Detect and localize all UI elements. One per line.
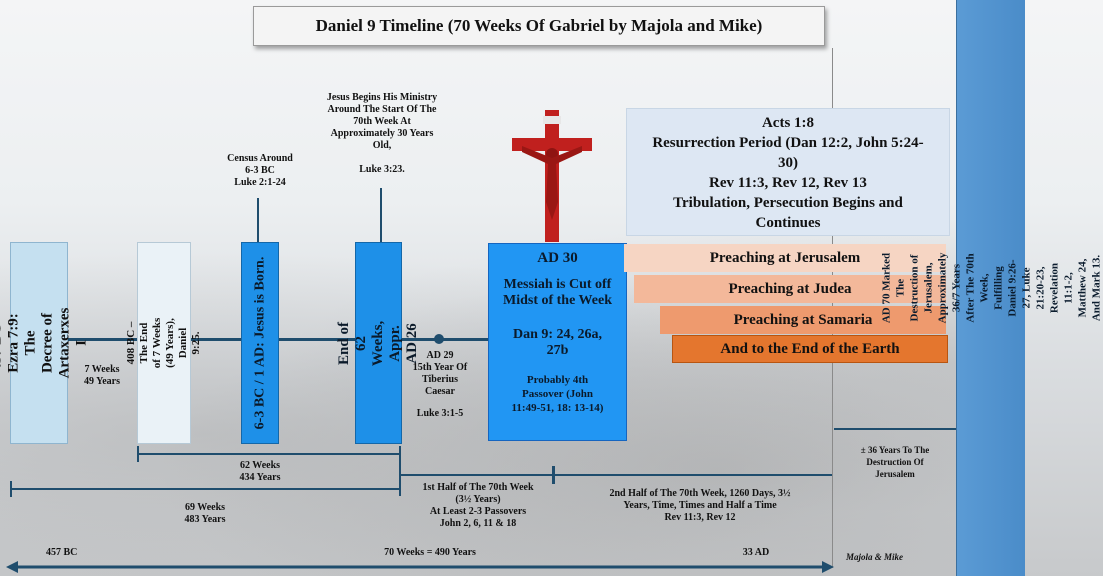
box-408bc: 408 BC – The End of 7 Weeks (49 Years), … xyxy=(125,242,202,444)
ad29-label: AD 29 15th Year Of Tiberius Caesar Luke … xyxy=(412,350,468,419)
box-457bc: 457 BC - Ezra 7:9: The Decree of Artaxer… xyxy=(0,242,89,444)
destruction-label: ± 36 Years To The Destruction Of Jerusal… xyxy=(860,445,930,479)
span-62-weeks-label: 62 Weeks 434 Years xyxy=(239,460,281,483)
bottom-right-label: 33 AD xyxy=(742,547,770,558)
preaching-earth-bar: And to the End of the Earth xyxy=(672,335,948,363)
preaching-jerusalem-bar: Preaching at Jerusalem xyxy=(624,244,946,272)
side-note-panel: AD 70 Marked The Destruction of Jerusale… xyxy=(880,0,1102,576)
page-title: Daniel 9 Timeline (70 Weeks Of Gabriel b… xyxy=(253,6,825,46)
span-69-weeks-line xyxy=(10,488,400,490)
first-half-label: 1st Half of The 70th Week (3½ Years) At … xyxy=(422,482,534,529)
bottom-middle-label: 70 Weeks = 490 Years xyxy=(384,547,476,558)
destruction-span-line xyxy=(834,428,956,430)
span-69-weeks-start xyxy=(10,481,12,497)
crucifix-icon xyxy=(512,110,592,242)
ad29-marker xyxy=(434,334,444,344)
ministry-label: Jesus Begins His Ministry Around The Sta… xyxy=(326,92,438,175)
span-70th-week-line xyxy=(400,474,832,476)
bottom-left-label: 457 BC xyxy=(46,547,78,558)
span-62-weeks-line xyxy=(137,453,401,455)
second-half-label: 2nd Half of The 70th Week, 1260 Days, 3½… xyxy=(609,488,791,523)
census-label: Census Around 6-3 BC Luke 2:1-24 xyxy=(227,153,293,188)
span-62-weeks-start xyxy=(137,446,139,462)
ministry-stem xyxy=(380,188,382,242)
acts-box: Acts 1:8 Resurrection Period (Dan 12:2, … xyxy=(626,108,950,236)
seven-weeks-label: 7 Weeks 49 Years xyxy=(83,364,120,387)
box-jesus-born: 6-3 BC / 1 AD: Jesus is Born. xyxy=(241,242,279,444)
span-69-weeks-label: 69 Weeks 483 Years xyxy=(184,502,226,525)
box-end-62-weeks: End of 62 Weeks, Appr. AD 26 xyxy=(336,242,420,444)
credit-label: Majola & Mike xyxy=(846,552,904,562)
bottom-double-arrow xyxy=(6,561,834,573)
census-stem xyxy=(257,198,259,242)
preaching-samaria-bar: Preaching at Samaria xyxy=(660,306,946,334)
box-ad30: AD 30 Messiah is Cut off Midst of the We… xyxy=(488,243,627,441)
midweek-marker xyxy=(552,466,555,484)
preaching-judea-bar: Preaching at Judea xyxy=(634,275,946,303)
span-62-weeks-end xyxy=(399,446,401,496)
